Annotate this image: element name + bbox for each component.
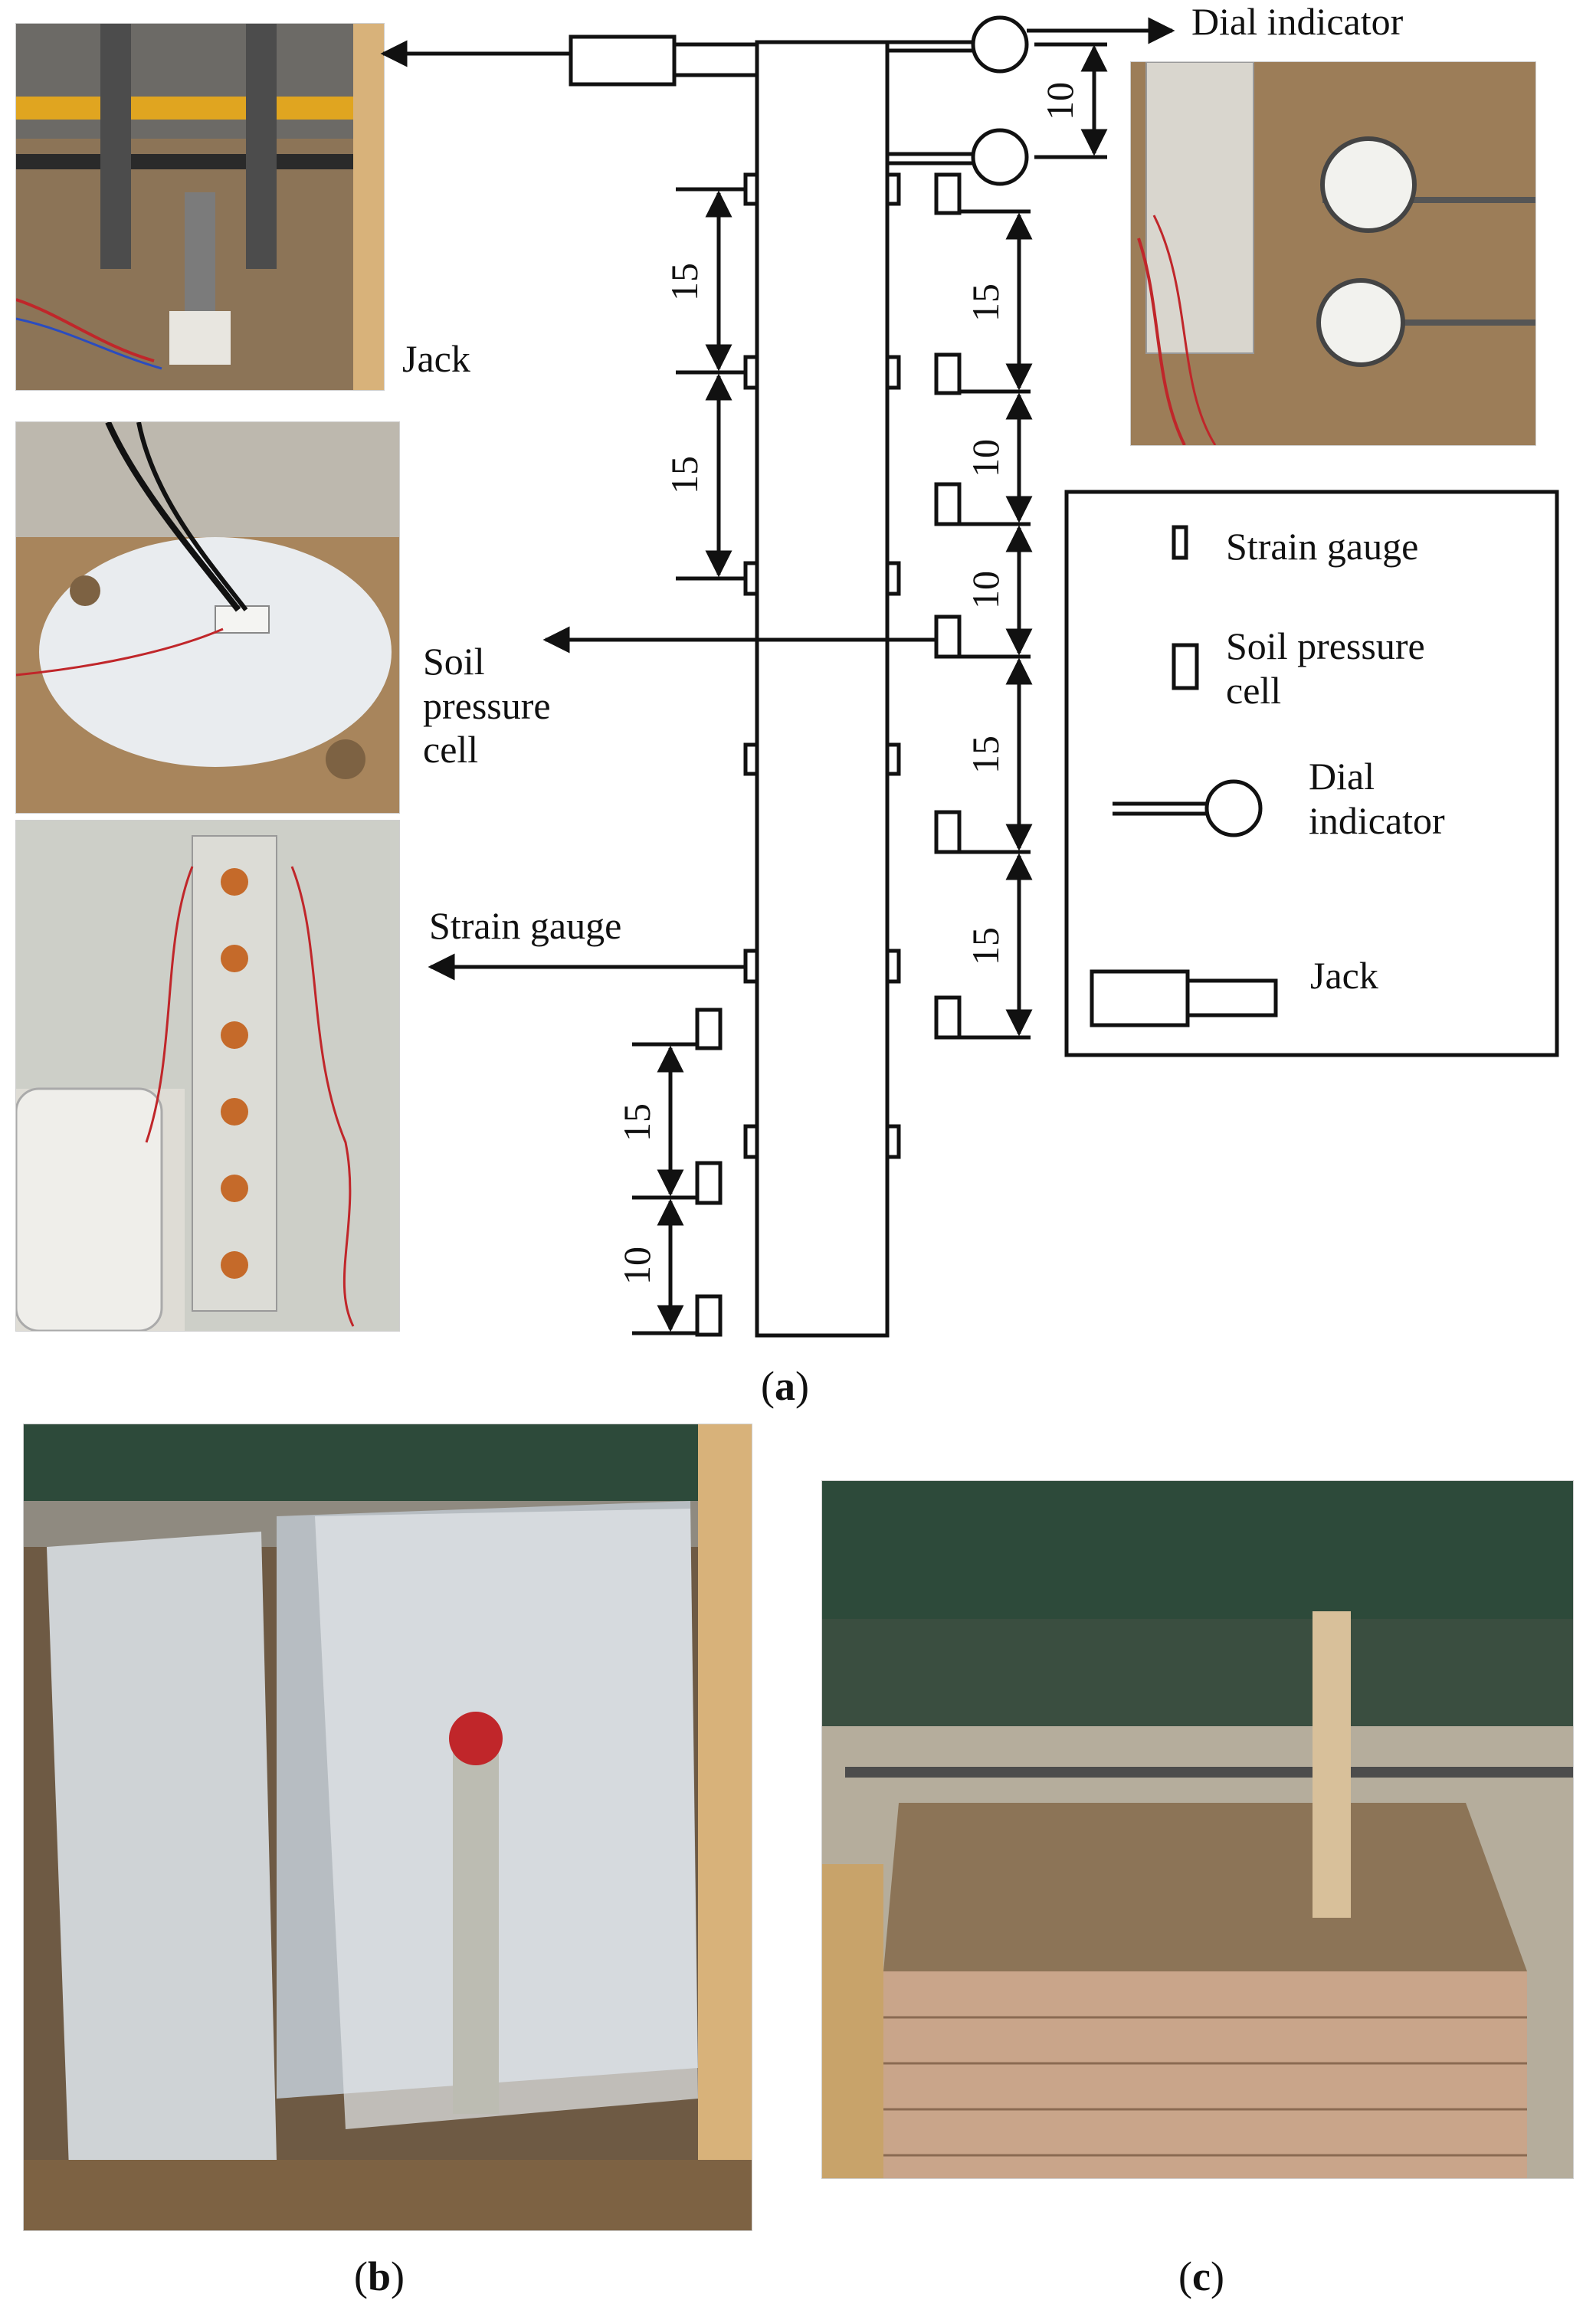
dim-left-upper-1: 15: [663, 263, 706, 301]
legend-box: [1064, 490, 1559, 1057]
legend-dial-line-2: indicator: [1309, 798, 1445, 842]
caption-b-letter: b: [367, 2253, 392, 2299]
label-soil-line-1: Soil: [423, 640, 485, 683]
legend-dial-line-1: Dial: [1309, 755, 1375, 798]
legend-strain-gauge: Strain gauge: [1226, 525, 1419, 568]
dim-right-3: 10: [964, 571, 1007, 609]
photo-c-brick-box: [821, 1480, 1574, 2179]
soil-pressure-cells-left: [695, 1008, 723, 1337]
dial-indicator-symbol-1: [887, 15, 1029, 74]
dim-left-upper-2: 15: [663, 456, 706, 494]
dial-indicator-photo: [1130, 61, 1536, 446]
dial-indicator-symbol-2: [887, 128, 1029, 186]
legend-jack: Jack: [1310, 954, 1378, 997]
pile: [755, 40, 890, 1338]
label-jack: Jack: [402, 337, 470, 380]
dim-right-2: 10: [964, 439, 1007, 477]
dim-right-4: 15: [964, 736, 1007, 774]
caption-c-letter: c: [1191, 2253, 1211, 2299]
dim-left-lower-1: 15: [615, 1103, 658, 1142]
legend-jack-symbol: [1090, 969, 1278, 1027]
strain-gauges-right: [885, 172, 901, 1159]
legend-dial-indicator-symbol: [1113, 779, 1263, 837]
photo-b-model-box: [23, 1424, 752, 2231]
caption-a: (a): [761, 1363, 809, 1409]
dim-right-top: 10: [1038, 82, 1081, 120]
label-soil-line-2: pressure: [423, 683, 551, 727]
legend-soil-line-2: cell: [1226, 668, 1282, 712]
caption-b: (b): [354, 2253, 405, 2299]
label-soil-line-3: cell: [423, 728, 479, 771]
caption-c: (c): [1178, 2253, 1224, 2299]
jack-photo: [15, 23, 385, 391]
legend-soil-line-1: Soil pressure: [1226, 624, 1425, 667]
soil-pressure-cell-photo: [15, 421, 400, 814]
jack-symbol: [569, 34, 759, 87]
strain-gauge-photo: [15, 820, 400, 1332]
legend-soil-pressure-cell: Soil pressure cell: [1226, 624, 1425, 713]
label-soil-pressure-cell: Soil pressure cell: [423, 640, 551, 772]
dim-right-5: 15: [964, 927, 1007, 965]
soil-pressure-cells-right: [934, 172, 962, 1040]
caption-a-letter: a: [774, 1363, 795, 1409]
dim-right-1: 15: [964, 283, 1007, 322]
legend-dial-indicator: Dial indicator: [1309, 755, 1445, 843]
label-strain-gauge: Strain gauge: [429, 904, 622, 947]
label-dial-indicator: Dial indicator: [1191, 0, 1404, 43]
dim-left-lower-2: 10: [615, 1247, 658, 1285]
